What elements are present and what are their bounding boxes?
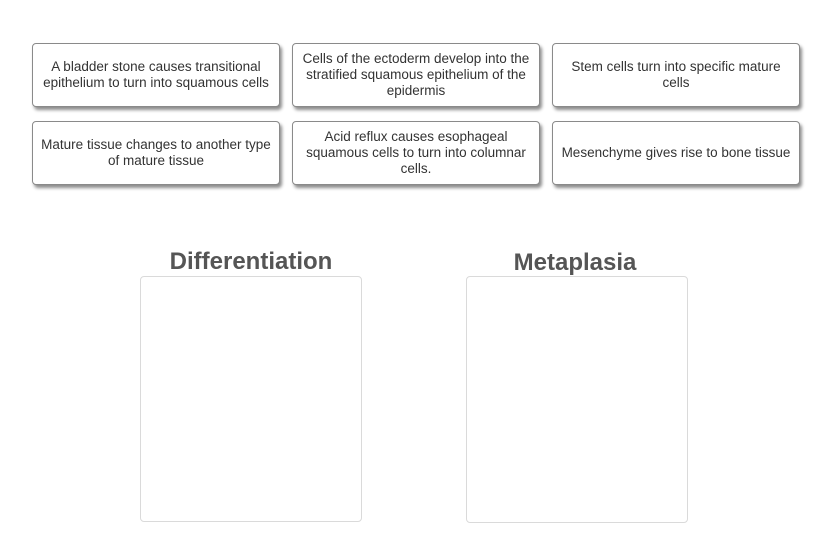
draggable-card-stem-cells[interactable]: Stem cells turn into specific mature cel… (552, 43, 800, 107)
card-text: A bladder stone causes transitional epit… (43, 59, 269, 90)
differentiation-heading: Differentiation (169, 248, 333, 275)
metaplasia-drop-zone[interactable] (466, 276, 688, 523)
card-text: Mesenchyme gives rise to bone tissue (561, 145, 791, 160)
draggable-card-mature-tissue[interactable]: Mature tissue changes to another type of… (32, 121, 280, 185)
metaplasia-heading: Metaplasia (513, 249, 637, 276)
draggable-card-ectoderm[interactable]: Cells of the ectoderm develop into the s… (292, 43, 540, 107)
card-text: Mature tissue changes to another type of… (41, 137, 271, 168)
draggable-card-acid-reflux[interactable]: Acid reflux causes esophageal squamous c… (292, 121, 540, 185)
card-text: Stem cells turn into specific mature cel… (571, 59, 781, 90)
card-text: Cells of the ectoderm develop into the s… (302, 51, 530, 98)
differentiation-drop-zone[interactable] (140, 276, 362, 522)
draggable-card-mesenchyme[interactable]: Mesenchyme gives rise to bone tissue (552, 121, 800, 185)
card-text: Acid reflux causes esophageal squamous c… (306, 129, 526, 176)
draggable-card-bladder-stone[interactable]: A bladder stone causes transitional epit… (32, 43, 280, 107)
